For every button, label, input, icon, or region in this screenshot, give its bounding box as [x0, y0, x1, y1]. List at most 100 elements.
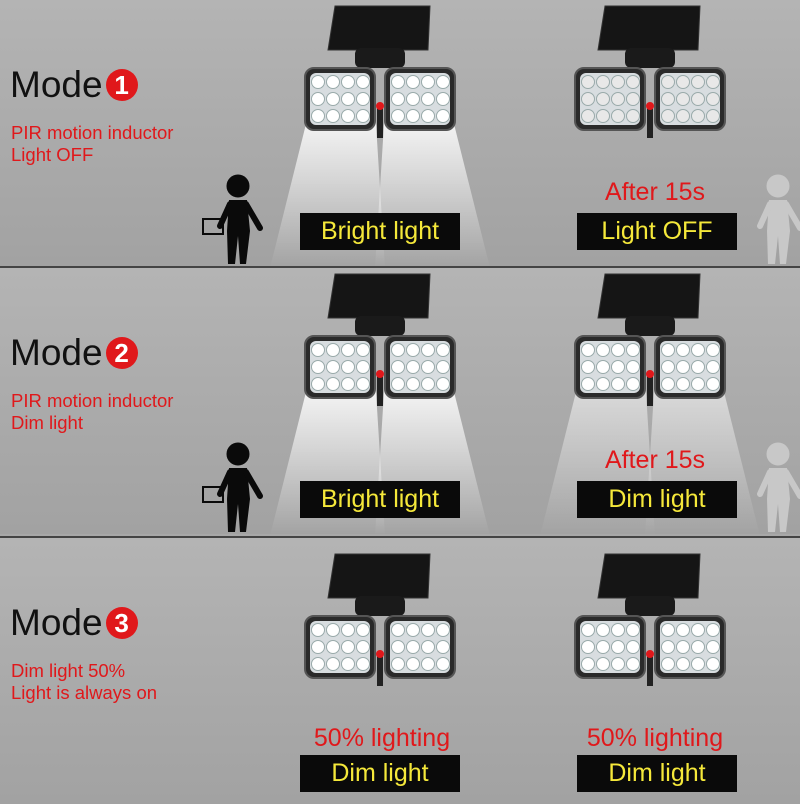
solar-panel: [597, 5, 701, 51]
led: [691, 75, 705, 89]
lamp-mount: [625, 316, 675, 336]
led: [311, 109, 325, 123]
solar-panel: [327, 273, 431, 319]
led: [661, 92, 675, 106]
led: [406, 640, 420, 654]
pir-sensor: [376, 102, 384, 110]
led: [326, 640, 340, 654]
mode-title: Mode 2: [10, 332, 138, 374]
led: [341, 657, 355, 671]
led: [311, 360, 325, 374]
led: [436, 640, 450, 654]
led: [706, 343, 720, 357]
solar-panel: [597, 273, 701, 319]
led: [691, 343, 705, 357]
led: [391, 109, 405, 123]
lamp-mount: [355, 48, 405, 68]
led: [611, 92, 625, 106]
lamp-stem: [647, 376, 653, 406]
led: [421, 623, 435, 637]
led: [436, 360, 450, 374]
timing-note: After 15s: [604, 178, 706, 206]
led: [626, 92, 640, 106]
led: [706, 657, 720, 671]
mode-row-3: Mode 3 Dim light 50% Light is always on …: [0, 538, 800, 804]
led: [356, 377, 370, 391]
led: [676, 75, 690, 89]
state-label: Bright light: [300, 481, 460, 518]
person-icon: [757, 174, 800, 264]
led: [691, 360, 705, 374]
led: [341, 377, 355, 391]
led: [326, 623, 340, 637]
led: [356, 343, 370, 357]
person-icon: [202, 174, 263, 264]
pir-sensor: [646, 650, 654, 658]
mode-number-badge: 3: [105, 607, 138, 639]
led: [626, 343, 640, 357]
led: [691, 640, 705, 654]
solar-panel: [327, 553, 431, 599]
timing-note: 50% lighting: [313, 724, 451, 752]
led: [356, 92, 370, 106]
led: [661, 343, 675, 357]
led: [421, 360, 435, 374]
led: [406, 92, 420, 106]
led: [311, 343, 325, 357]
briefcase-icon: [202, 218, 224, 235]
led: [581, 343, 595, 357]
led: [436, 109, 450, 123]
state-label: Dim light: [300, 755, 460, 792]
led: [661, 377, 675, 391]
led: [406, 109, 420, 123]
led: [436, 75, 450, 89]
lamp-stem: [377, 376, 383, 406]
led: [406, 75, 420, 89]
state-label: Dim light: [577, 481, 737, 518]
led: [391, 623, 405, 637]
led: [406, 623, 420, 637]
led: [581, 92, 595, 106]
led: [596, 377, 610, 391]
row-divider: [0, 536, 800, 538]
led: [661, 109, 675, 123]
led: [341, 623, 355, 637]
led: [406, 657, 420, 671]
row-divider: [0, 266, 800, 268]
led: [356, 360, 370, 374]
led: [611, 343, 625, 357]
led: [436, 657, 450, 671]
led: [611, 360, 625, 374]
led: [391, 343, 405, 357]
led: [311, 623, 325, 637]
led: [706, 75, 720, 89]
led: [676, 377, 690, 391]
lamp-mount: [355, 316, 405, 336]
mode-number-badge: 1: [105, 69, 138, 101]
led: [611, 109, 625, 123]
led: [311, 640, 325, 654]
solar-panel: [327, 5, 431, 51]
led: [691, 92, 705, 106]
led: [311, 377, 325, 391]
led: [421, 92, 435, 106]
led: [706, 92, 720, 106]
state-label: Dim light: [577, 755, 737, 792]
led: [626, 360, 640, 374]
state-label: Light OFF: [577, 213, 737, 250]
timing-note: 50% lighting: [586, 724, 724, 752]
led: [596, 640, 610, 654]
led: [626, 640, 640, 654]
led: [626, 377, 640, 391]
mode-description: Dim light 50% Light is always on: [11, 660, 158, 703]
led: [391, 377, 405, 391]
led: [341, 640, 355, 654]
pir-sensor: [376, 370, 384, 378]
lamp-stem: [647, 656, 653, 686]
led: [391, 75, 405, 89]
led: [391, 92, 405, 106]
led: [626, 623, 640, 637]
led: [421, 640, 435, 654]
led: [436, 377, 450, 391]
person-icon: [202, 442, 263, 532]
